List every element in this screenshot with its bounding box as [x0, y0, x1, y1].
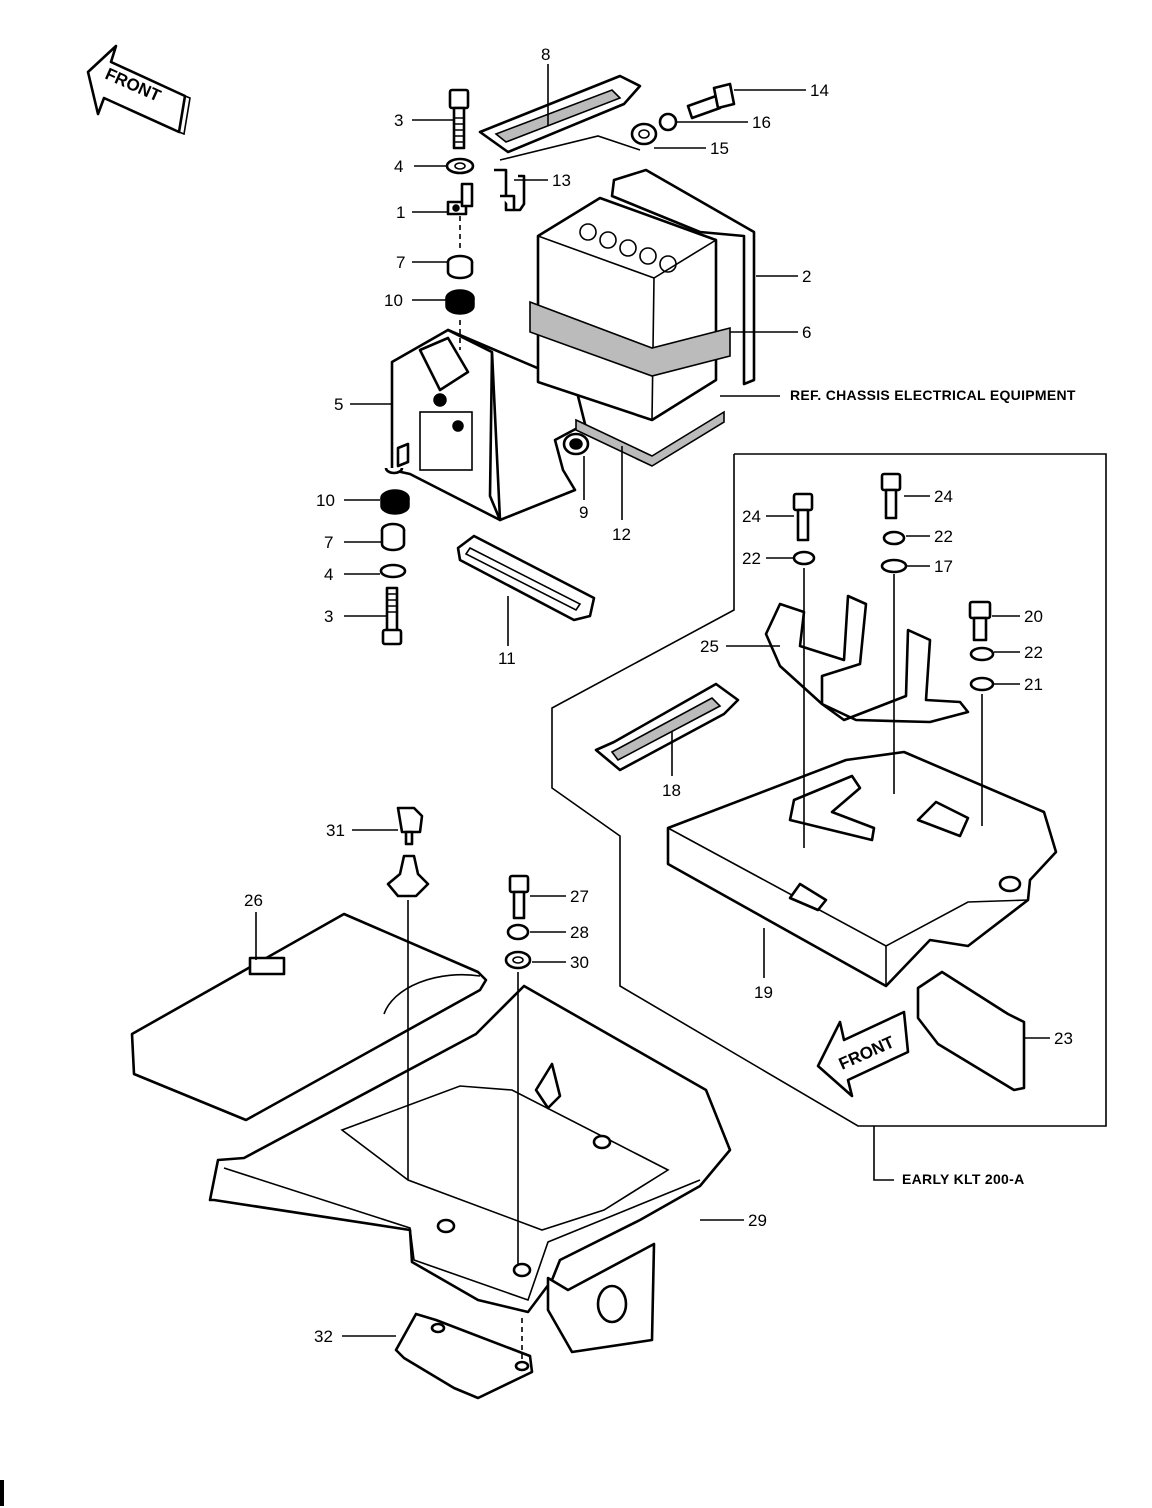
- washer-28: [506, 923, 530, 941]
- washer-16: [658, 112, 678, 132]
- bracket-25: [764, 594, 970, 724]
- washer-22-lower: [969, 646, 995, 662]
- screw-31: [396, 806, 424, 846]
- washer-22-right: [882, 530, 906, 546]
- callout-18: 18: [662, 781, 681, 800]
- cover-2: [610, 168, 756, 386]
- callout-20: 20: [1024, 607, 1043, 626]
- callout-4: 4: [394, 157, 403, 176]
- callout-12: 12: [612, 525, 631, 544]
- callout-16: 16: [752, 113, 771, 132]
- callout-31: 31: [326, 821, 345, 840]
- pad-12: [575, 410, 725, 467]
- band-8: [478, 74, 642, 154]
- callout-29: 29: [748, 1211, 767, 1230]
- bracket-23: [916, 970, 1026, 1092]
- lid-26: [130, 912, 488, 1122]
- callout-3: 3: [324, 607, 333, 626]
- battery: [536, 196, 718, 422]
- washer-15: [630, 122, 658, 146]
- callout-labels: 8 14 3 16 15 4 13 1 7 2 10 6 5 10 9 12 7…: [244, 45, 1073, 1346]
- washer-4-bottom: [379, 563, 407, 579]
- callout-27: 27: [570, 887, 589, 906]
- damper-10-bottom: [380, 489, 410, 515]
- bolt-24-left: [792, 492, 814, 542]
- callout-3: 3: [394, 111, 403, 130]
- washer-30: [504, 950, 532, 970]
- callout-6: 6: [802, 323, 811, 342]
- callout-17: 17: [934, 557, 953, 576]
- rubber-tray-11: [456, 534, 596, 622]
- callout-2: 2: [802, 267, 811, 286]
- callout-1: 1: [396, 203, 405, 222]
- washer-17: [880, 558, 908, 574]
- callout-21: 21: [1024, 675, 1043, 694]
- callout-24: 24: [934, 487, 953, 506]
- bolt-14: [686, 82, 736, 120]
- callout-14: 14: [810, 81, 829, 100]
- callout-10: 10: [384, 291, 403, 310]
- callout-32: 32: [314, 1327, 333, 1346]
- callout-19: 19: [754, 983, 773, 1002]
- collar-7-top: [446, 254, 474, 280]
- callout-25: 25: [700, 637, 719, 656]
- washer-22-left: [792, 550, 816, 566]
- callout-7: 7: [324, 533, 333, 552]
- bracket-32: [394, 1312, 534, 1400]
- callout-24: 24: [742, 507, 761, 526]
- washer-21: [969, 676, 995, 692]
- bolt-20: [968, 600, 992, 642]
- ref-chassis-note: REF. CHASSIS ELECTRICAL EQUIPMENT: [790, 387, 1076, 403]
- callout-5: 5: [334, 395, 343, 414]
- callout-22: 22: [742, 549, 761, 568]
- callout-10: 10: [316, 491, 335, 510]
- callout-22: 22: [934, 527, 953, 546]
- callout-11: 11: [498, 649, 516, 668]
- bracket-1: [446, 182, 474, 216]
- callout-22: 22: [1024, 643, 1043, 662]
- band-6: [529, 300, 731, 377]
- callout-15: 15: [710, 139, 729, 158]
- front-arrow-top: FRONT: [86, 44, 191, 136]
- bolt-24-right: [880, 472, 902, 520]
- grommet: [386, 854, 430, 898]
- early-model-note: EARLY KLT 200-A: [902, 1171, 1025, 1187]
- front-arrow-bottom: FRONT: [816, 1010, 910, 1098]
- callout-8: 8: [541, 45, 550, 64]
- callout-26: 26: [244, 891, 263, 910]
- bolt-3-top: [448, 88, 470, 150]
- callout-4: 4: [324, 565, 333, 584]
- band-18: [594, 682, 740, 772]
- bracket-13: [494, 168, 526, 212]
- damper-10-top: [445, 289, 475, 315]
- callout-23: 23: [1054, 1029, 1073, 1048]
- callout-9: 9: [579, 503, 588, 522]
- page-edge-mark: [0, 1480, 4, 1506]
- bolt-27: [508, 874, 530, 920]
- callout-28: 28: [570, 923, 589, 942]
- leader-lines: [255, 64, 1050, 1337]
- washer-4-top: [445, 157, 475, 175]
- battery-case-29: [208, 984, 732, 1354]
- callout-30: 30: [570, 953, 589, 972]
- callout-13: 13: [552, 171, 571, 190]
- bolt-3-bottom: [381, 586, 403, 646]
- battery-tray-19: [666, 750, 1058, 988]
- callout-7: 7: [396, 253, 405, 272]
- damper-9: [562, 432, 590, 456]
- collar-7-bottom: [380, 522, 406, 552]
- early-model-boundary: [551, 453, 1107, 1127]
